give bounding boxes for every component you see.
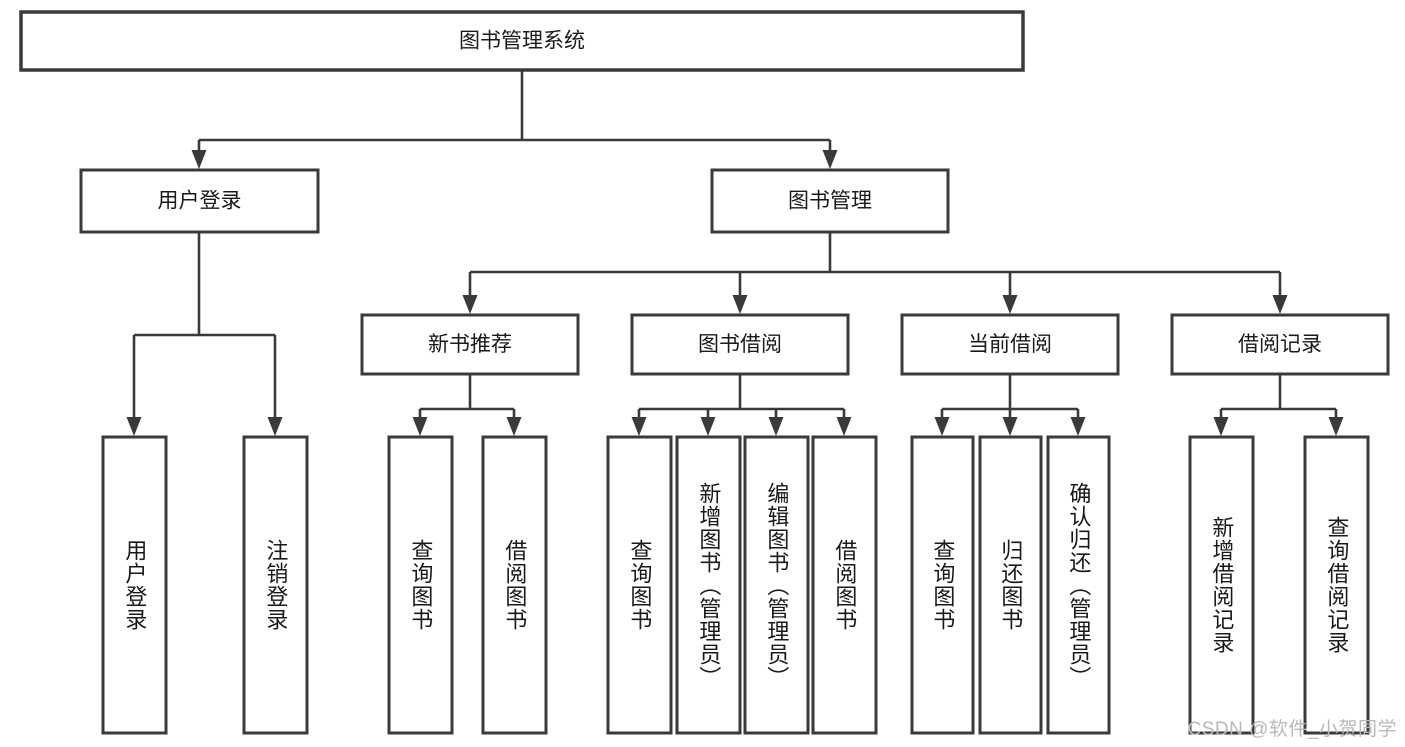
node-box-leaf-7[interactable]	[811, 435, 878, 735]
user-login-bus-arrow-icon-1	[267, 417, 283, 436]
current-bus-arrow-icon-2	[1070, 417, 1086, 436]
node-label-level3-0: 新书推荐	[428, 333, 512, 356]
current-bus-arrow-icon-1	[1002, 417, 1018, 436]
node-label-level3-1: 图书借阅	[698, 333, 782, 356]
book-mgmt-bus-arrow-icon-1	[732, 295, 748, 314]
node-box-level3-3[interactable]	[1170, 313, 1390, 376]
node-label-level3-3: 借阅记录	[1238, 333, 1322, 356]
node-box-level2-1[interactable]	[710, 168, 950, 234]
root-bus-arrow-icon-1	[822, 150, 838, 169]
node-box-level3-1[interactable]	[630, 313, 850, 376]
book-mgmt-bus-arrow-icon-0	[462, 295, 478, 314]
node-box-leaf-6[interactable]	[743, 435, 810, 735]
node-box-leaf-2[interactable]	[387, 435, 454, 735]
connector-layer	[126, 70, 1344, 436]
node-box-level3-0[interactable]	[360, 313, 580, 376]
node-box-level3-2[interactable]	[900, 313, 1120, 376]
watermark-text: CSDN @软件_小贺同学	[1187, 719, 1397, 740]
node-box-leaf-12[interactable]	[1303, 435, 1370, 735]
root-bus-arrow-icon-0	[191, 150, 207, 169]
borrow-book-bus-arrow-icon-2	[768, 417, 784, 436]
book-mgmt-bus-arrow-icon-3	[1272, 295, 1288, 314]
node-label-level3-2: 当前借阅	[968, 333, 1052, 356]
current-bus-arrow-icon-0	[934, 417, 950, 436]
record-bus-arrow-icon-1	[1328, 417, 1344, 436]
node-box-leaf-9[interactable]	[978, 435, 1043, 735]
record-bus-arrow-icon-0	[1213, 417, 1229, 436]
node-label-level2-0: 用户登录	[158, 190, 242, 213]
node-box-leaf-1[interactable]	[242, 435, 309, 735]
node-box-level2-0[interactable]	[79, 168, 320, 234]
node-box-root[interactable]	[19, 10, 1025, 72]
node-box-leaf-10[interactable]	[1046, 435, 1111, 735]
borrow-book-bus-arrow-icon-1	[700, 417, 716, 436]
node-box-layer	[19, 10, 1390, 735]
node-box-leaf-8[interactable]	[910, 435, 975, 735]
new-book-bus-arrow-icon-0	[412, 417, 428, 436]
node-box-leaf-0[interactable]	[101, 435, 168, 735]
borrow-book-bus-arrow-icon-0	[631, 417, 647, 436]
node-box-leaf-11[interactable]	[1188, 435, 1255, 735]
book-mgmt-bus-arrow-icon-2	[1002, 295, 1018, 314]
borrow-book-bus-arrow-icon-3	[836, 417, 852, 436]
new-book-bus-arrow-icon-1	[506, 417, 522, 436]
node-box-leaf-5[interactable]	[675, 435, 742, 735]
node-label-level2-1: 图书管理	[788, 190, 872, 213]
node-box-leaf-3[interactable]	[481, 435, 548, 735]
user-login-bus-arrow-icon-0	[126, 417, 142, 436]
node-box-leaf-4[interactable]	[606, 435, 673, 735]
node-label-root: 图书管理系统	[459, 30, 585, 53]
